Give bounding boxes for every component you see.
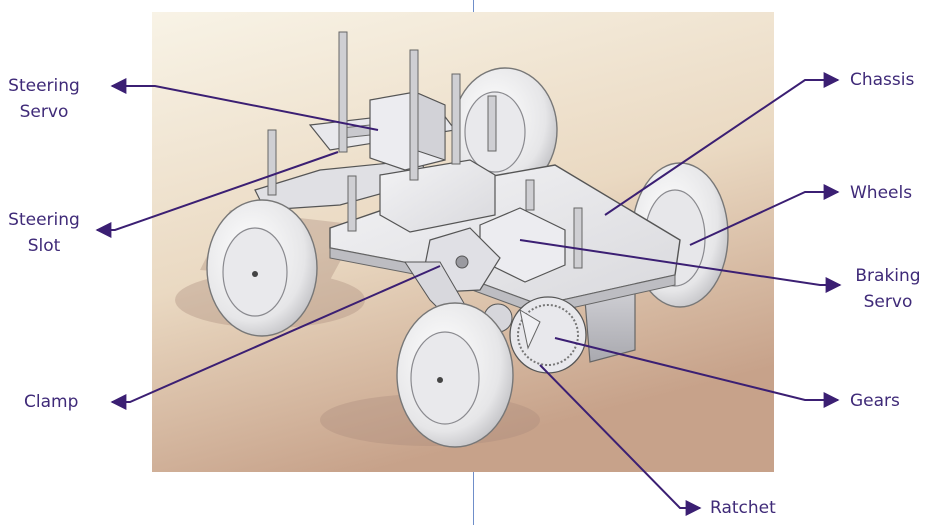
wheel-front-left	[206, 199, 318, 337]
leader-braking-servo	[519, 239, 842, 293]
label-steering-slot: Steering Slot	[4, 207, 84, 259]
label-braking-servo: Braking Servo	[846, 263, 930, 315]
wheel-front-right	[396, 302, 514, 448]
leader-clamp	[110, 265, 441, 410]
leader-steering-slot	[95, 151, 339, 238]
label-steering-slot-line2: Slot	[27, 236, 61, 256]
leader-wheels	[689, 184, 840, 246]
label-steering-slot-line1: Steering	[8, 210, 80, 230]
label-braking-servo-line2: Servo	[863, 292, 913, 312]
steering-servo-box	[369, 91, 446, 171]
label-clamp: Clamp	[24, 392, 79, 412]
label-chassis: Chassis	[850, 70, 915, 90]
label-ratchet: Ratchet	[710, 498, 776, 518]
center-mount-block	[379, 159, 496, 233]
leader-ratchet	[539, 364, 702, 516]
threaded-posts	[267, 31, 583, 269]
leader-gears	[554, 337, 840, 408]
leader-steering-servo	[110, 78, 379, 131]
wheel-back-left	[452, 67, 558, 193]
label-gears: Gears	[850, 391, 900, 411]
leader-lines	[95, 72, 842, 516]
label-wheels: Wheels	[850, 183, 913, 203]
label-steering-servo-line2: Servo	[19, 102, 69, 122]
center-guide-line-top	[473, 0, 474, 12]
gear-assembly	[483, 296, 587, 374]
leader-chassis	[604, 72, 840, 216]
label-steering-servo-line1: Steering	[8, 76, 80, 96]
label-steering-servo: Steering Servo	[4, 73, 84, 125]
center-guide-line-bottom	[473, 472, 474, 525]
label-braking-servo-line1: Braking	[855, 266, 921, 286]
